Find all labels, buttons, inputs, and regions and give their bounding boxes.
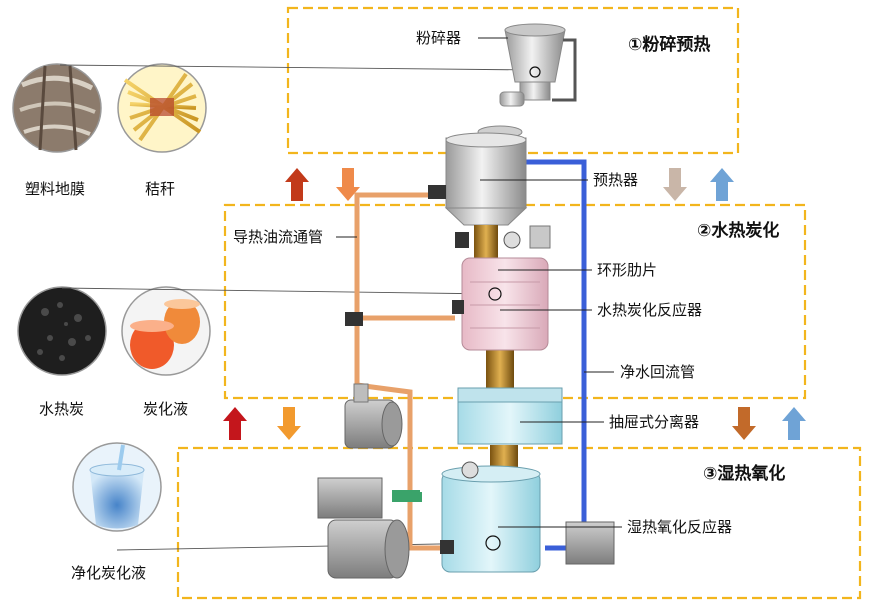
crusher-marker bbox=[529, 66, 541, 78]
brass-connector-1 bbox=[474, 225, 498, 260]
circulation-pump bbox=[344, 383, 403, 449]
oil-pipe bbox=[354, 192, 448, 385]
label-water-pipe: 净水回流管 bbox=[620, 363, 696, 381]
leader-hydrochar bbox=[61, 287, 496, 295]
label-ring-fin: 环形肋片 bbox=[597, 261, 658, 279]
label-preheater: 预热器 bbox=[593, 171, 639, 189]
label-htc-reactor: 水热炭化反应器 bbox=[597, 301, 703, 319]
flow-arrows bbox=[223, 168, 806, 440]
water-tank bbox=[565, 521, 615, 565]
image-plastic-film bbox=[12, 63, 102, 153]
image-purified-liquid bbox=[72, 442, 162, 532]
wao-reactor bbox=[440, 461, 541, 573]
brass-connector-2 bbox=[486, 348, 514, 390]
label-crusher: 粉碎器 bbox=[416, 29, 462, 47]
image-straw bbox=[117, 63, 207, 153]
htc-marker bbox=[488, 287, 502, 301]
preheater bbox=[428, 125, 528, 226]
leader-plastic bbox=[59, 64, 534, 71]
section-title-htc: ②水热炭化 bbox=[697, 221, 780, 241]
gauge-1 bbox=[503, 231, 521, 249]
label-separator: 抽屉式分离器 bbox=[609, 413, 700, 431]
valve-1 bbox=[455, 232, 469, 248]
caption-char-liquid: 炭化液 bbox=[143, 400, 189, 418]
arrow-up-blue-1 bbox=[710, 168, 734, 201]
arrow-up-red-1 bbox=[285, 168, 309, 201]
image-hydrochar bbox=[17, 286, 107, 376]
arrow-down-blue-1 bbox=[663, 168, 687, 201]
caption-purified-liquid: 净化炭化液 bbox=[71, 564, 147, 582]
label-oil-pipe: 导热油流通管 bbox=[233, 228, 324, 246]
valve-2 bbox=[529, 225, 551, 249]
oil-pipe-low bbox=[356, 382, 440, 551]
section-box-3 bbox=[176, 446, 862, 600]
section-title-crush-preheat: ①粉碎预热 bbox=[628, 35, 711, 55]
wao-marker bbox=[485, 535, 501, 551]
arrow-down-orange-2 bbox=[277, 407, 301, 440]
arrow-down-orange-1 bbox=[336, 168, 360, 201]
arrow-up-red-2 bbox=[223, 407, 247, 440]
image-char-liquid bbox=[121, 286, 211, 376]
air-compressor bbox=[317, 477, 422, 579]
htc-reactor bbox=[452, 257, 549, 351]
caption-hydrochar: 水热炭 bbox=[39, 400, 85, 418]
arrow-down-brown-2 bbox=[732, 407, 756, 440]
leader-purified bbox=[116, 542, 494, 551]
drawer-separator bbox=[457, 387, 563, 445]
crusher bbox=[499, 23, 577, 107]
section-title-wao: ③湿热氧化 bbox=[703, 464, 786, 484]
arrow-up-blue-2 bbox=[782, 407, 806, 440]
label-wao-reactor: 湿热氧化反应器 bbox=[627, 518, 733, 536]
valve-3 bbox=[345, 312, 363, 326]
caption-straw: 秸秆 bbox=[145, 180, 176, 198]
caption-plastic-film: 塑料地膜 bbox=[25, 180, 86, 198]
